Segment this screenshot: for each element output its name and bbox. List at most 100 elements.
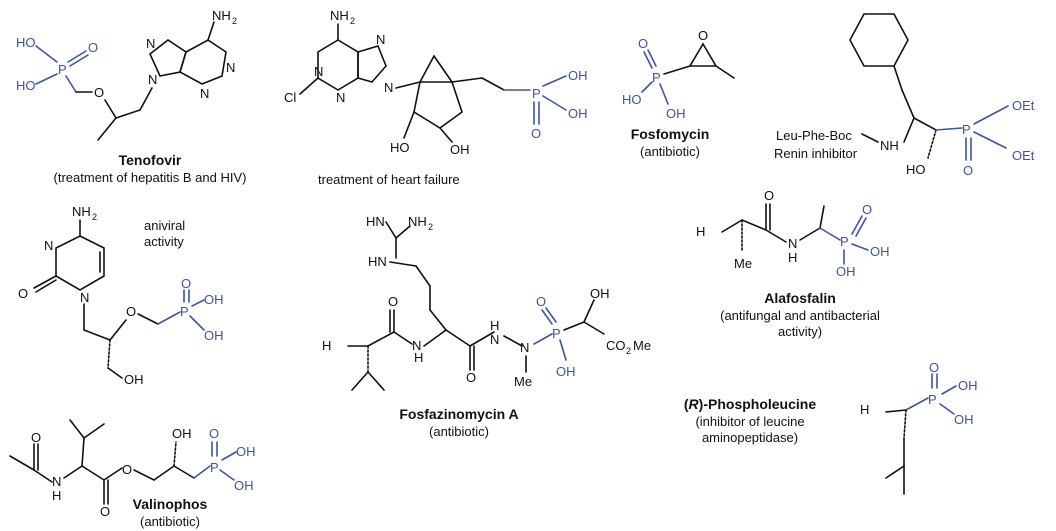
ala-p-oh-2: OH [836, 264, 856, 279]
valp-n: N [52, 474, 61, 489]
svg-text:2: 2 [232, 16, 237, 26]
renin-p-o: O [963, 163, 973, 178]
valp-p-oh-1: OH [236, 444, 256, 459]
renin-p: P [962, 122, 971, 137]
phospholeucine-caption-1: (inhibitor of leucine [695, 414, 805, 429]
fosfazinomycin-caption: (antibiotic) [429, 424, 489, 439]
ala-me: Me [734, 256, 752, 271]
fosfomycin-name: Fosfomycin [630, 126, 710, 142]
heart-failure-structure: NH 2 N N N N Cl HO OH P OH OH O [284, 8, 588, 157]
renin-caption: Renin inhibitor [774, 146, 858, 161]
pl-p-oh-2: OH [954, 412, 974, 427]
fosfo-o-dbl: O [638, 36, 648, 51]
alafosfalin-name: Alafosfalin [764, 290, 836, 306]
ffz-n-3: N [520, 340, 529, 355]
pl-h2n: H [860, 402, 869, 417]
renin-oet-1: OEt [1012, 98, 1035, 113]
anv-n3: N [44, 238, 53, 253]
tenofovir-ho-2: HO [16, 78, 36, 93]
anv-p-oh-2: OH [204, 328, 224, 343]
hf-oh: OH [450, 142, 470, 157]
hf-cl: Cl [284, 90, 296, 105]
tenofovir-structure: HO HO P O O N N N N NH 2 [16, 8, 237, 141]
hf-n1: N [314, 64, 323, 79]
alafosfalin-caption-2: activity) [777, 324, 823, 339]
hf-ho: HO [390, 140, 410, 155]
svg-text:Me: Me [633, 338, 651, 353]
tenofovir-ho-1: HO [16, 35, 36, 50]
tenofovir-n3: N [200, 86, 209, 101]
renin-leu-phe-boc: Leu-Phe-Boc [776, 128, 852, 143]
tenofovir-n9: N [148, 72, 157, 87]
fosfazinomycin-name: Fosfazinomycin A [399, 406, 519, 422]
anv-p-o: O [181, 276, 191, 291]
ala-p: P [840, 234, 849, 249]
tenofovir-o-ether: O [94, 85, 104, 100]
aniviral-caption-1: aniviral [144, 218, 186, 233]
tenofovir-n1: N [226, 60, 235, 75]
valp-p: P [210, 460, 219, 475]
ffz-co2me: CO [606, 338, 626, 353]
fosfo-epoxide-o: O [698, 28, 708, 43]
tenofovir-o-dbl: O [88, 40, 98, 55]
fosfo-oh: OH [666, 106, 686, 121]
ffz-guan-nh: HN [368, 254, 387, 269]
valinophos-name: Valinophos [132, 496, 208, 512]
phospholeucine-caption-2: aminopeptidase) [701, 430, 799, 445]
anv-p-oh-1: OH [204, 292, 224, 307]
ffz-h2n: H [322, 338, 331, 353]
renin-ho: HO [906, 162, 926, 177]
pl-p-o: O [929, 360, 939, 375]
ala-nh: H [788, 250, 797, 265]
tenofovir-nh2: NH [212, 8, 231, 23]
valp-o-1: O [31, 430, 41, 445]
hf-nh2: NH [330, 8, 349, 23]
heart-failure-caption: treatment of heart failure [318, 172, 460, 187]
hf-n3: N [336, 90, 345, 105]
valp-o-2: O [100, 504, 110, 519]
ffz-n-1: N [412, 338, 421, 353]
tenofovir-p: P [58, 62, 67, 77]
ffz-nh-2: H [490, 318, 499, 333]
ffz-oh: OH [590, 286, 610, 301]
hf-n7: N [376, 32, 385, 47]
renin-nh: NH [880, 138, 899, 153]
ala-h2n: H [696, 224, 705, 239]
ala-n: N [788, 236, 797, 251]
ffz-nh-1: H [414, 350, 423, 365]
renin-inhibitor-structure: Leu-Phe-Boc NH HO P OEt OEt O [776, 13, 1035, 178]
renin-oet-2: OEt [1012, 148, 1035, 163]
anv-n1: N [80, 290, 89, 305]
valinophos-caption: (antibiotic) [140, 514, 200, 529]
phospholeucine-name: (R)-Phospholeucine [683, 396, 817, 412]
anv-o-ether: O [126, 304, 136, 319]
hf-p-o: O [531, 126, 541, 141]
valinophos-structure: O N H O O OH P O OH OH [9, 419, 256, 519]
ala-p-o: O [862, 202, 872, 217]
fosfo-ho: HO [622, 92, 642, 107]
svg-text:2: 2 [428, 222, 433, 232]
aniviral-structure: NH 2 N N O OH O P O OH OH [18, 204, 224, 387]
valp-o-ester: O [122, 462, 132, 477]
svg-text:2: 2 [92, 212, 97, 222]
hf-p-oh-2: OH [568, 106, 588, 121]
valp-oh: OH [172, 426, 192, 441]
svg-text:2: 2 [350, 16, 355, 26]
aniviral-caption-2: activity [144, 234, 184, 249]
svg-text:2: 2 [626, 346, 631, 356]
fosfo-p: P [652, 70, 661, 85]
fosfomycin-caption: (antibiotic) [640, 144, 700, 159]
anv-o: O [18, 286, 28, 301]
phospholeucine-structure: H P O OH OH [860, 360, 978, 495]
ala-p-oh-1: OH [870, 244, 890, 259]
anv-p: P [180, 304, 189, 319]
ala-o: O [764, 188, 774, 203]
tenofovir-name: Tenofovir [118, 152, 182, 168]
valp-p-oh-2: OH [234, 478, 254, 493]
pl-p-oh-1: OH [958, 378, 978, 393]
ffz-p-oh: OH [556, 364, 576, 379]
hf-p: P [532, 86, 541, 101]
alafosfalin-structure: H Me O N H P O OH OH [696, 188, 890, 279]
